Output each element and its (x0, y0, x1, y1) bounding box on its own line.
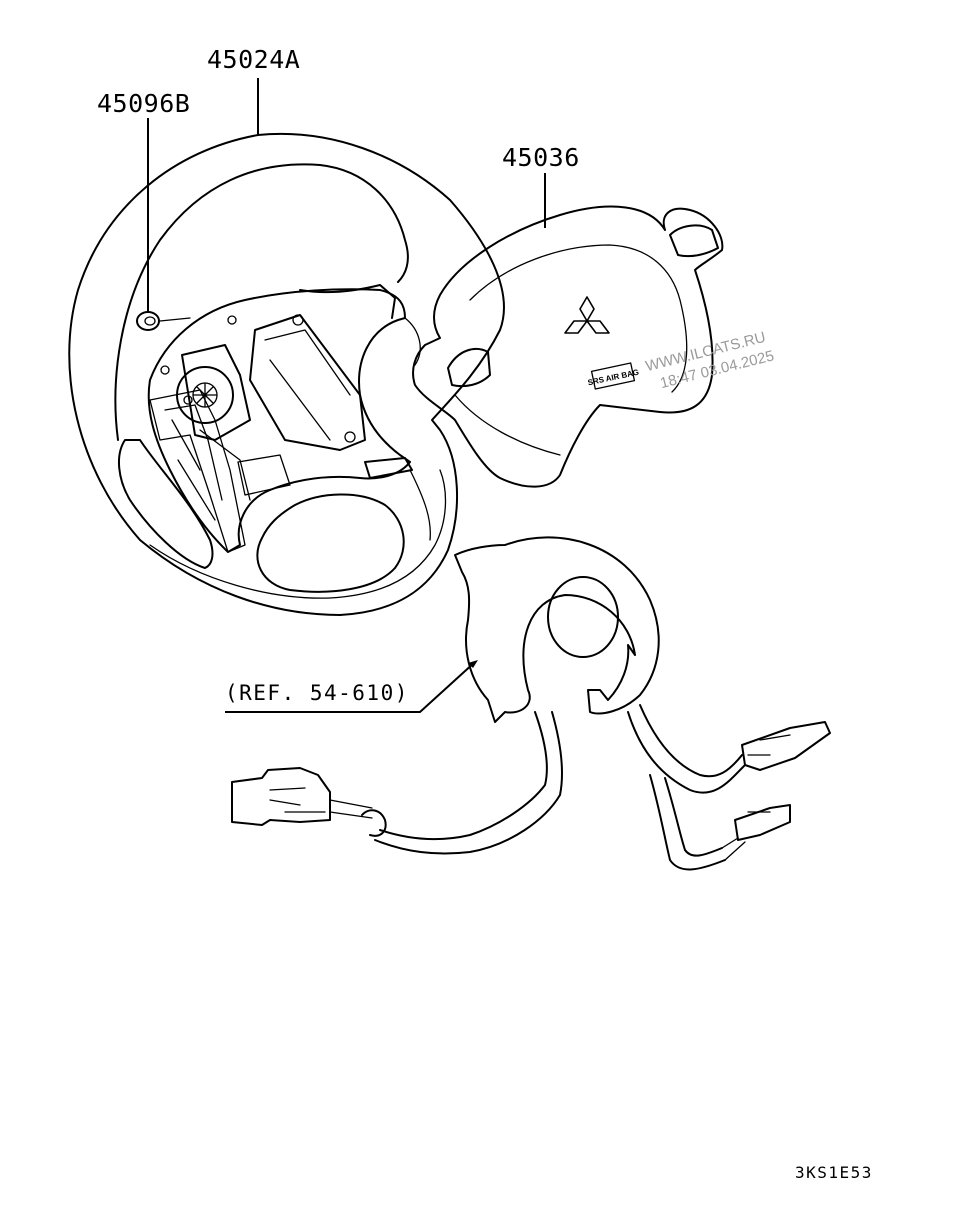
srs-airbag-badge: SRS AIR BAG (587, 362, 640, 390)
leader-lines (147, 78, 546, 713)
airbag-module: SRS AIR BAG (412, 205, 724, 488)
part-label-45036: 45036 (502, 143, 580, 172)
steering-wheel (68, 132, 505, 616)
diagram-code: 3KS1E53 (795, 1163, 873, 1182)
three-diamond-emblem (564, 296, 610, 334)
ref-label-54-610: (REF. 54-610) (225, 681, 409, 705)
clock-spring (231, 536, 831, 871)
part-label-45096b: 45096B (97, 89, 190, 118)
part-label-45024a: 45024A (207, 45, 300, 74)
horn-button-fastener (136, 311, 191, 331)
